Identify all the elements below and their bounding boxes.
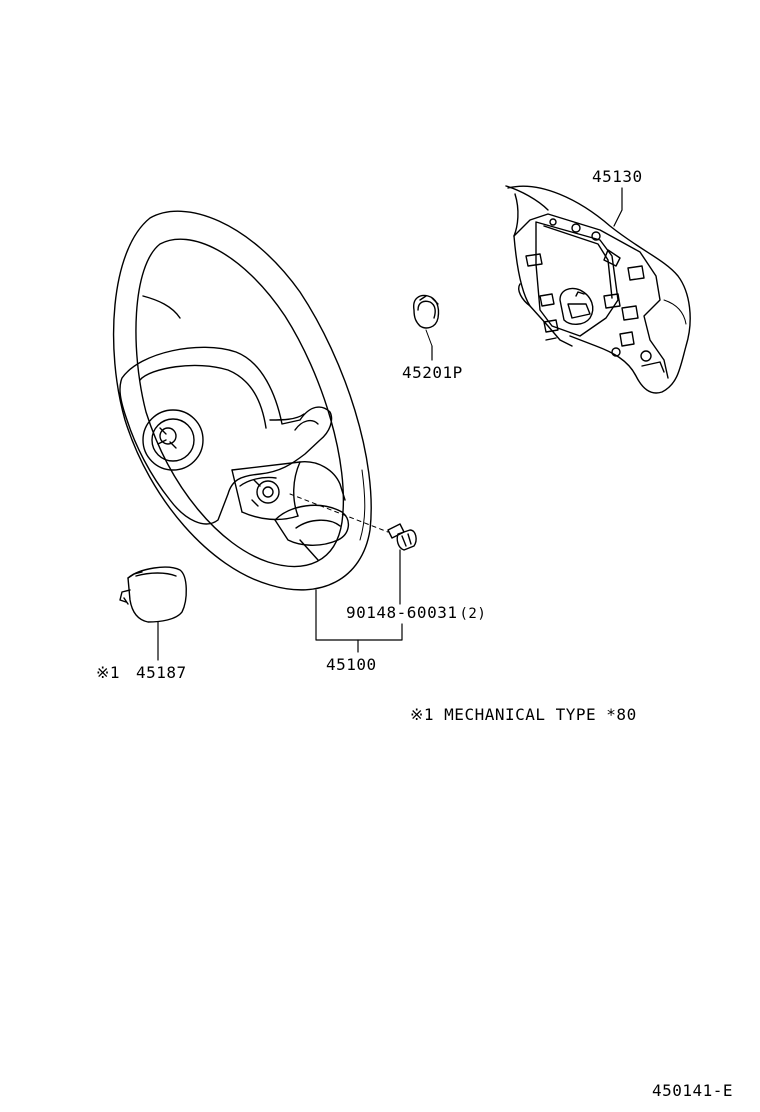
diagram-id: 450141-E bbox=[652, 1081, 734, 1100]
bolt-part-number: 90148-60031 bbox=[346, 603, 458, 622]
label-45187[interactable]: 45187 bbox=[136, 663, 187, 682]
steering-wheel-45100[interactable] bbox=[112, 210, 389, 591]
nut-45201p[interactable] bbox=[413, 294, 440, 347]
label-45100[interactable]: 45100 bbox=[326, 655, 377, 674]
bolt-quantity: (2) bbox=[459, 606, 487, 622]
horn-pad-45130[interactable] bbox=[505, 185, 691, 394]
legend-note: ※1 MECHANICAL TYPE *80 bbox=[410, 705, 637, 724]
note-mark-45187: ※1 bbox=[96, 663, 121, 682]
leader-lines bbox=[157, 187, 623, 661]
label-bolt-90148-60031[interactable]: 90148-60031(2) bbox=[346, 604, 486, 623]
cover-45187[interactable] bbox=[119, 566, 187, 623]
label-45201p[interactable]: 45201P bbox=[402, 363, 463, 382]
bolt-90148-60031[interactable] bbox=[387, 523, 417, 551]
label-45130[interactable]: 45130 bbox=[592, 167, 643, 186]
